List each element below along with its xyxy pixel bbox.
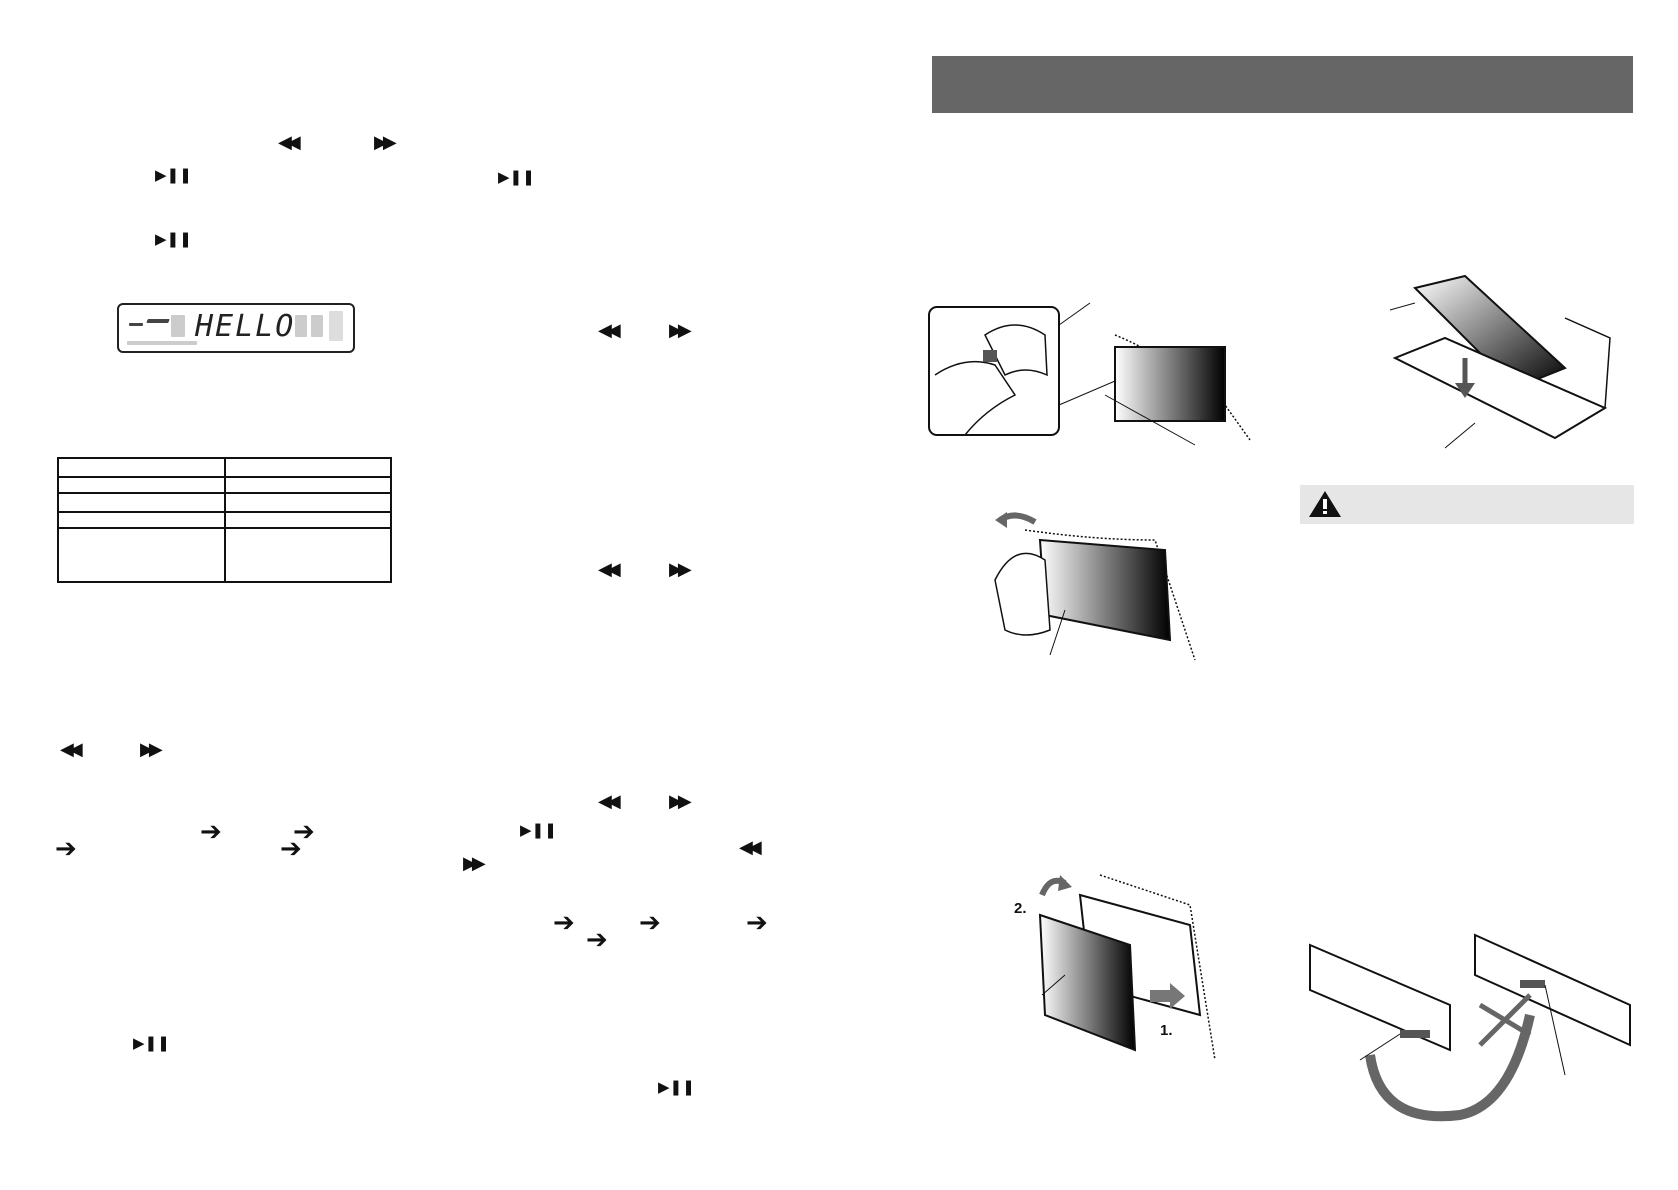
play-pause-icon: ▶❚❚ (155, 166, 192, 184)
rewind-icon: ◀◀ (598, 559, 621, 580)
step-one-label: 1. (1160, 1022, 1173, 1039)
rewind-icon: ◀◀ (739, 837, 762, 858)
release-button-illustration (928, 302, 1251, 446)
warning-bar (1300, 485, 1634, 524)
rewind-icon: ◀◀ (60, 739, 83, 760)
step-two-label: 2. (1014, 900, 1027, 917)
rewind-icon: ◀◀ (598, 320, 621, 341)
fast-forward-icon: ▶▶ (669, 559, 692, 580)
lcd-display-illustration: HELLO (117, 303, 355, 353)
info-table (57, 457, 392, 583)
rewind-icon: ◀◀ (598, 791, 621, 812)
fast-forward-icon: ▶▶ (463, 853, 486, 874)
fast-forward-icon: ▶▶ (669, 320, 692, 341)
rewind-icon: ◀◀ (278, 132, 301, 153)
terminal-caution-illustration (1309, 933, 1631, 1122)
play-pause-icon: ▶❚❚ (498, 168, 535, 186)
right-arrow-icon: ➔ (280, 834, 302, 864)
play-pause-icon: ▶❚❚ (155, 230, 192, 248)
play-pause-icon: ▶❚❚ (658, 1078, 695, 1096)
display-text: HELLO (195, 309, 296, 344)
fast-forward-icon: ▶▶ (374, 132, 397, 153)
right-arrow-icon: ➔ (55, 834, 77, 864)
warning-triangle-icon (1309, 491, 1341, 517)
fast-forward-icon: ▶▶ (669, 791, 692, 812)
right-arrow-icon: ➔ (586, 925, 608, 955)
attach-faceplate-illustration: 2. 1. (1014, 874, 1216, 1061)
right-arrow-icon: ➔ (200, 817, 222, 847)
right-arrow-icon: ➔ (639, 908, 661, 938)
storage-case-illustration (1389, 274, 1611, 449)
right-arrow-icon: ➔ (746, 908, 768, 938)
section-header-bar (932, 56, 1633, 113)
play-pause-icon: ▶❚❚ (133, 1034, 170, 1052)
right-arrow-icon: ➔ (293, 817, 315, 847)
play-pause-icon: ▶❚❚ (520, 821, 557, 839)
fast-forward-icon: ▶▶ (140, 739, 163, 760)
detach-faceplate-illustration (994, 512, 1196, 661)
right-arrow-icon: ➔ (553, 908, 575, 938)
